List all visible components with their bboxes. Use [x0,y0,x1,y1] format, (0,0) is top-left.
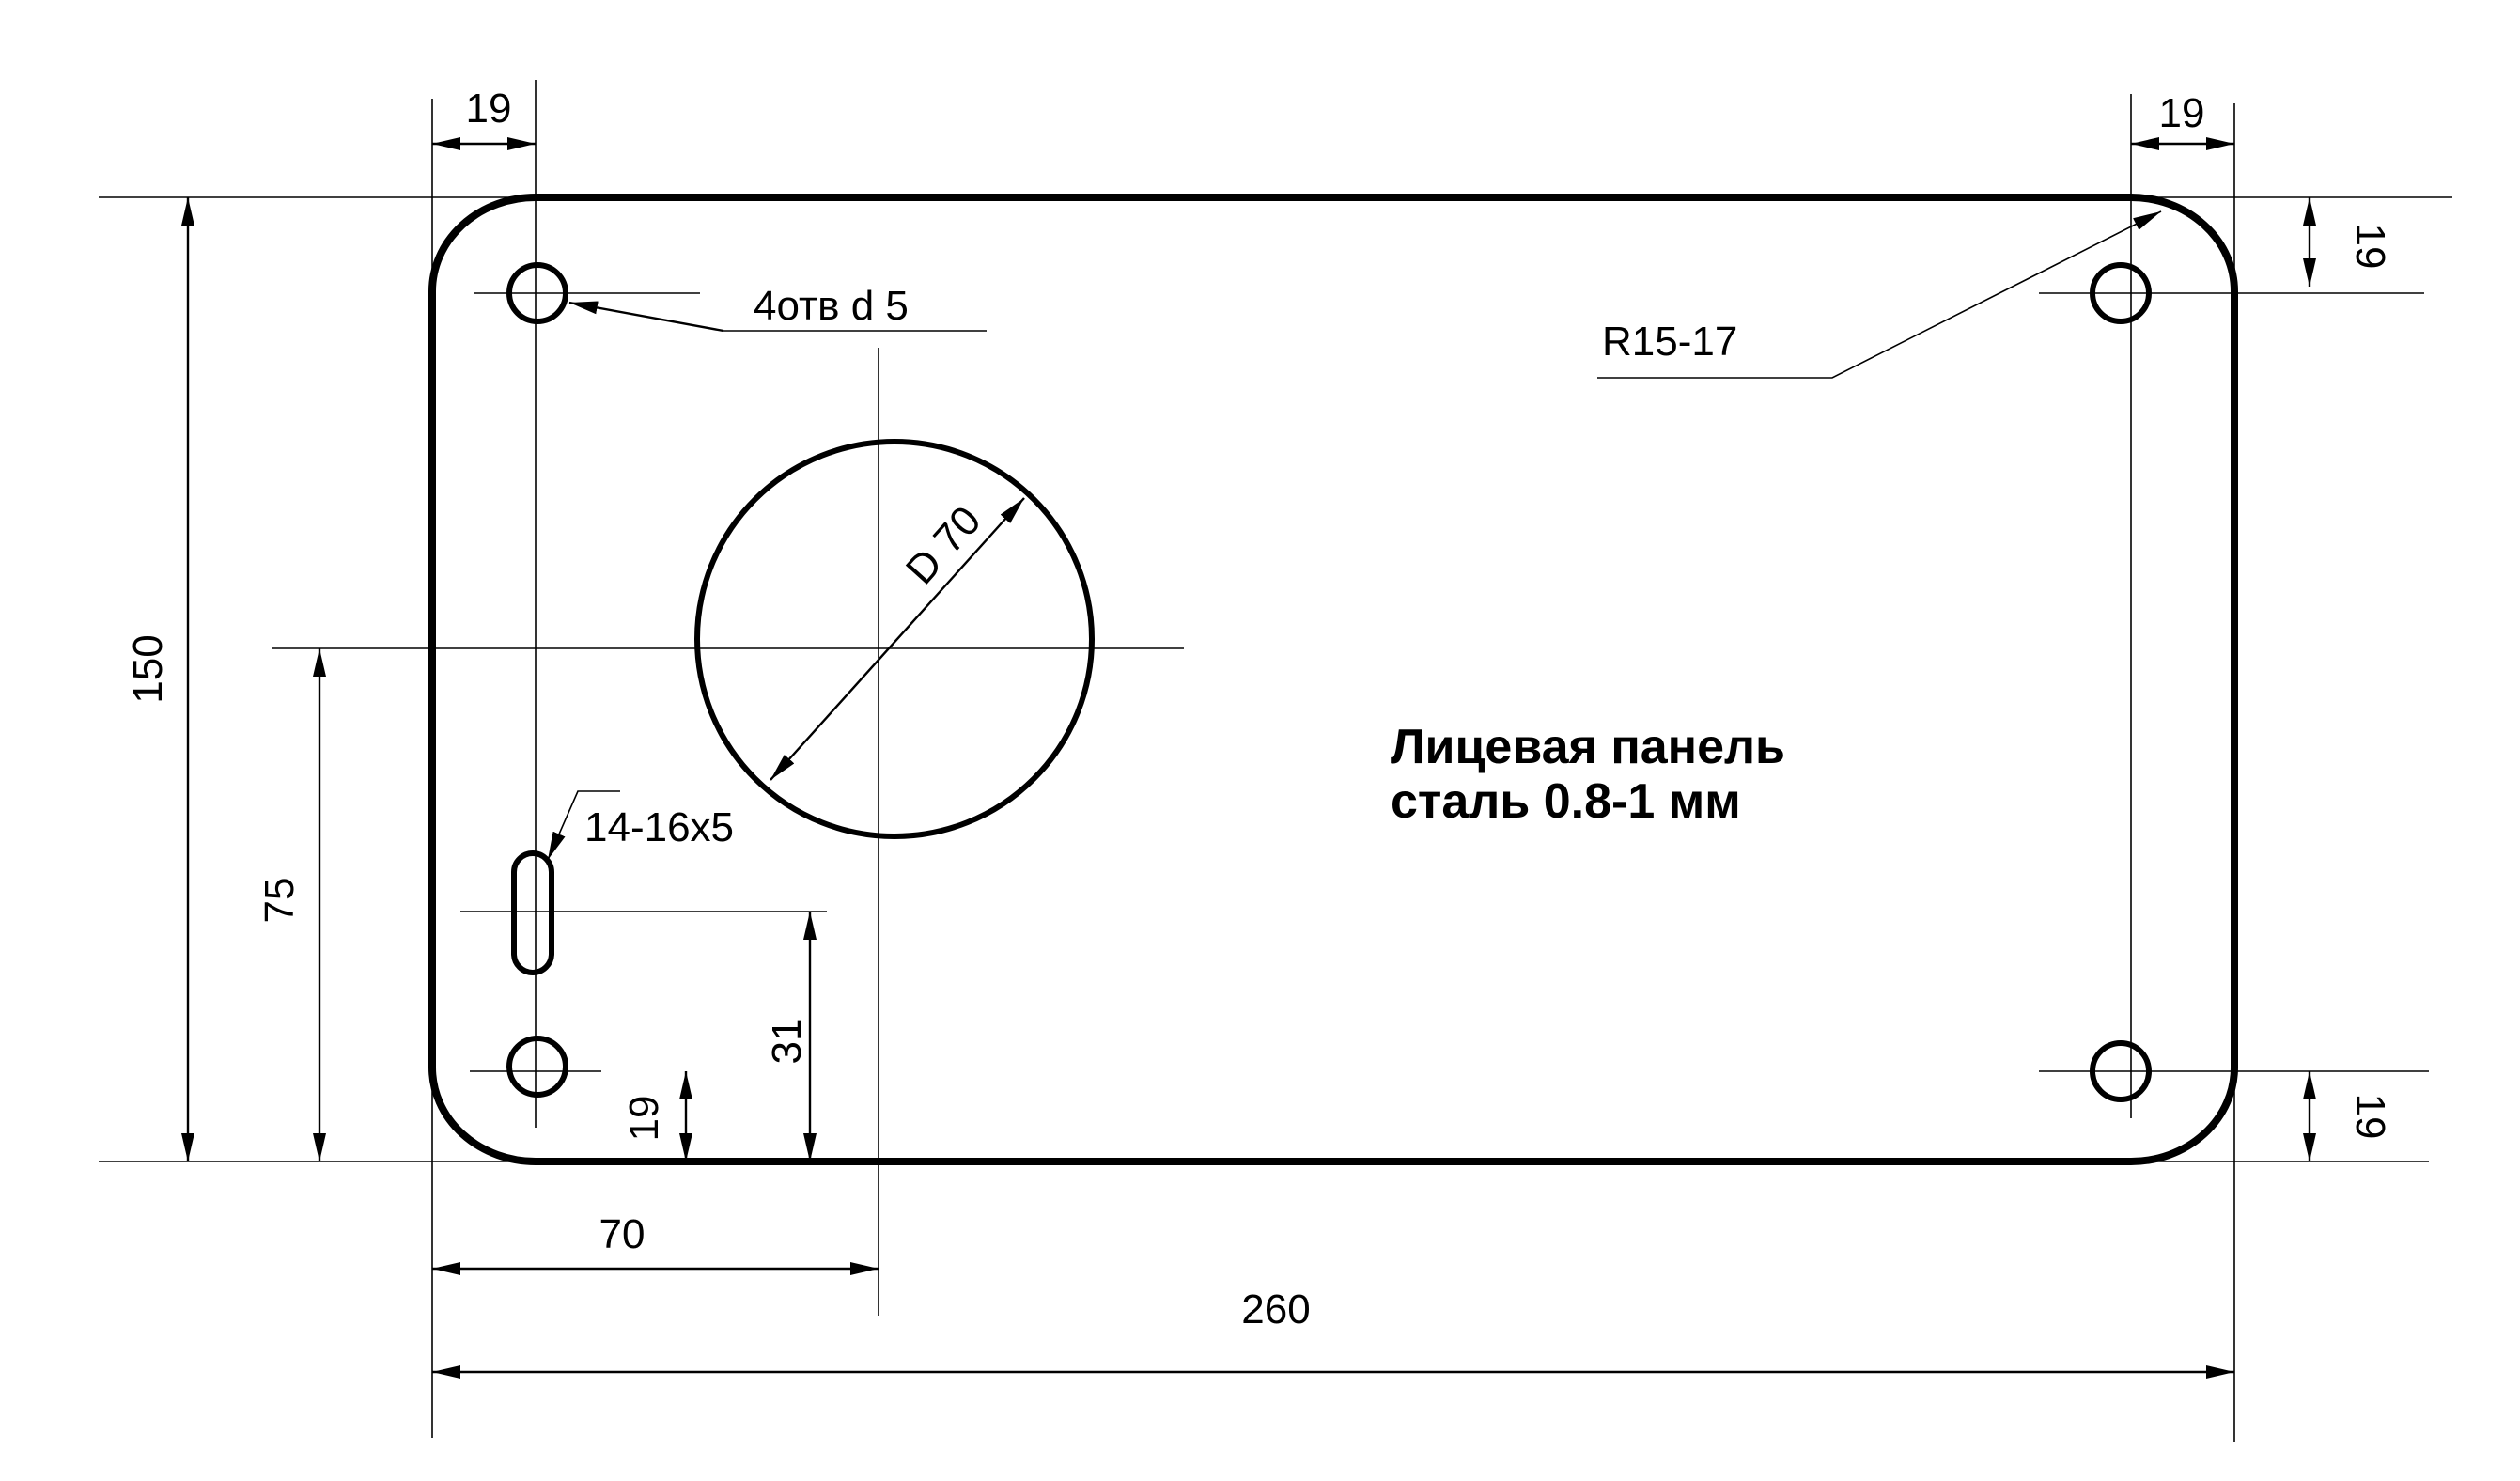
hole-bottom-left [506,1036,568,1098]
dim-center-height-label: 75 [257,878,303,924]
mounting-holes [506,262,2152,1102]
diameter-note: D 70 [897,497,990,593]
dim-center-width-label: 70 [599,1211,646,1257]
dim-top-left-label: 19 [466,86,512,132]
dim-hole-bottom-label: 19 [621,1096,667,1142]
extension-lines [99,80,2452,1442]
slot [511,850,554,975]
leader-lines [547,210,2162,861]
panel-outline [428,194,2238,1165]
hole-bottom-right [2090,1040,2152,1102]
dim-total-height-label: 150 [125,634,171,703]
slot-note: 14-16x5 [584,804,734,850]
dimension-lines [181,137,2316,1379]
dim-right-top-label: 19 [2347,224,2393,270]
dim-top-right-label: 19 [2159,90,2205,136]
hole-top-left [506,262,568,324]
holes-note: 4отв d 5 [754,283,909,329]
panel-title-line2: сталь 0.8-1 мм [1391,774,1741,829]
dim-total-width-label: 260 [1241,1286,1310,1333]
hole-top-right [2090,262,2152,324]
round-cutout [694,439,1095,839]
radius-note: R15-17 [1602,319,1737,365]
dim-slot-offset-label: 31 [764,1019,810,1065]
panel-title-line1: Лицевая панель [1391,720,1785,774]
dim-right-bottom-label: 19 [2347,1094,2393,1140]
